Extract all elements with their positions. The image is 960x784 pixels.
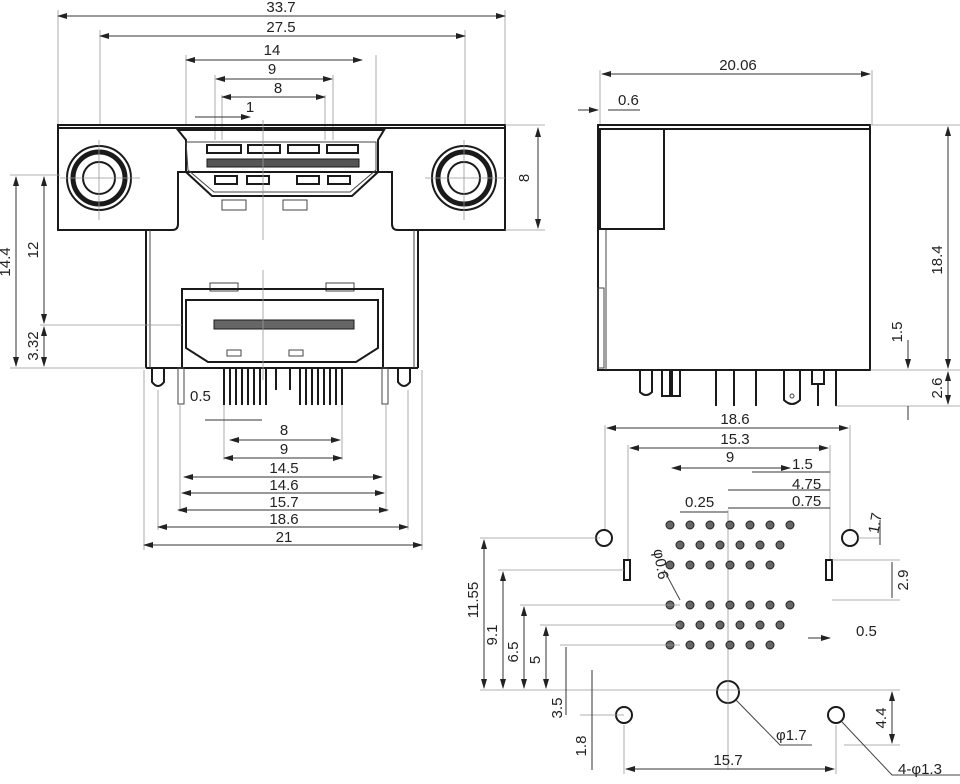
dim-label: 3.5 xyxy=(549,698,566,719)
pin-pad xyxy=(695,540,705,550)
dim-label: 18.6 xyxy=(269,511,298,528)
dim-label: 0.5 xyxy=(190,388,211,405)
mount-hole xyxy=(827,706,845,724)
pin-pad xyxy=(735,540,745,550)
pin-pad xyxy=(775,540,785,550)
hdmi-port-upper xyxy=(175,120,386,240)
dim-label: 5 xyxy=(527,656,544,664)
dim-label: 12 xyxy=(25,242,42,259)
pin-pad xyxy=(785,600,795,610)
dim-label: 14.5 xyxy=(269,460,298,477)
pin-pad xyxy=(775,620,785,630)
dim-label: 8 xyxy=(516,174,533,182)
dim-label: 4.75 xyxy=(792,476,821,493)
dim-label: 8 xyxy=(274,80,282,97)
pin-pad xyxy=(715,620,725,630)
dim-label: 8 xyxy=(280,422,288,439)
dim-label: 15.7 xyxy=(269,494,298,511)
side-view: 20.06 0.6 18.4 1.5 xyxy=(578,57,960,420)
hdmi-port-lower xyxy=(181,270,384,380)
pin-pad xyxy=(735,620,745,630)
pin-pad xyxy=(725,600,735,610)
mount-hole xyxy=(841,529,859,547)
mounting-flange xyxy=(57,124,506,231)
dim-label: 18.6 xyxy=(720,411,749,428)
pin-pad xyxy=(705,640,715,650)
slot-hole xyxy=(825,559,833,581)
dim-label: 6.5 xyxy=(505,642,522,663)
screw-boss-right xyxy=(425,140,505,220)
pin-grid xyxy=(665,520,795,650)
dim-label: 1.8 xyxy=(573,736,590,757)
connector-pins xyxy=(151,367,411,405)
dim-label: 15.3 xyxy=(720,431,749,448)
dim-label: 1 xyxy=(246,99,254,116)
pin-pad xyxy=(685,520,695,530)
leader-pin-dia xyxy=(663,569,681,601)
dim-label: 18.4 xyxy=(929,245,946,274)
dim-label: 14 xyxy=(264,42,281,59)
dim-label: 11.55 xyxy=(465,582,482,618)
dim-label: 9 xyxy=(280,441,288,458)
pin-pad xyxy=(745,640,755,650)
pin-pad xyxy=(665,560,675,570)
pin-pad xyxy=(685,640,695,650)
pin-pad xyxy=(725,640,735,650)
pin-pad xyxy=(675,540,685,550)
side-pins xyxy=(639,369,837,406)
pin-pad xyxy=(705,520,715,530)
dim-label: 9 xyxy=(726,449,734,466)
dim-label: 33.7 xyxy=(266,0,295,16)
dim-label: 4.4 xyxy=(873,708,890,729)
pin-pad xyxy=(765,560,775,570)
pin-pad xyxy=(685,560,695,570)
pin-pad xyxy=(705,560,715,570)
front-view: 33.7 27.5 14 9 8 1 xyxy=(0,0,545,550)
dim-label: 15.7 xyxy=(713,752,742,769)
slot-hole xyxy=(623,559,631,581)
pcb-footprint: 18.6 15.3 9 1.5 4.75 0.75 0.25 xyxy=(465,411,960,778)
dim-label: 0.75 xyxy=(792,493,821,510)
pin-pad xyxy=(765,600,775,610)
dim-label: 2.9 xyxy=(895,570,912,591)
pin-pad xyxy=(765,520,775,530)
pin-pad xyxy=(725,520,735,530)
pin-pad xyxy=(705,600,715,610)
dim-label: 9.1 xyxy=(484,625,501,646)
dim-label: 1.5 xyxy=(889,322,906,343)
pin-pad xyxy=(745,520,755,530)
pin-pad xyxy=(745,600,755,610)
pin-pad xyxy=(765,640,775,650)
pin-pad xyxy=(725,560,735,570)
side-body xyxy=(597,124,871,371)
pin-pad xyxy=(755,620,765,630)
dim-label: 0.5 xyxy=(856,623,877,640)
pin-pad xyxy=(685,600,695,610)
dim-label: 21 xyxy=(276,529,293,546)
dim-label: 3.32 xyxy=(25,331,42,360)
side-flange xyxy=(599,128,665,230)
dim-label: 27.5 xyxy=(266,19,295,36)
dim-label: 20.06 xyxy=(719,57,757,74)
dim-label: 4-φ1.3 xyxy=(898,761,942,778)
pin-pad xyxy=(715,540,725,550)
screw-boss-left xyxy=(60,140,140,220)
pin-pad xyxy=(785,520,795,530)
dim-label: 9 xyxy=(268,61,276,78)
pin-pad xyxy=(695,620,705,630)
pin-pad xyxy=(665,520,675,530)
leader-mount-holes xyxy=(841,721,960,776)
dim-label: φ1.7 xyxy=(776,727,807,744)
dim-label: φ0.6 xyxy=(649,548,671,581)
pin-pad xyxy=(745,560,755,570)
dim-label: 14.4 xyxy=(0,247,14,276)
dim-label: 0.6 xyxy=(618,92,639,109)
leader-hole-dia xyxy=(735,699,812,746)
pin-pad xyxy=(755,540,765,550)
dim-label: 14.6 xyxy=(269,477,298,494)
dim-label: 1.5 xyxy=(792,456,813,473)
dim-label: 2.6 xyxy=(929,378,946,399)
dim-label: 1.7 xyxy=(865,511,885,534)
dim-label: 0.25 xyxy=(685,494,714,511)
